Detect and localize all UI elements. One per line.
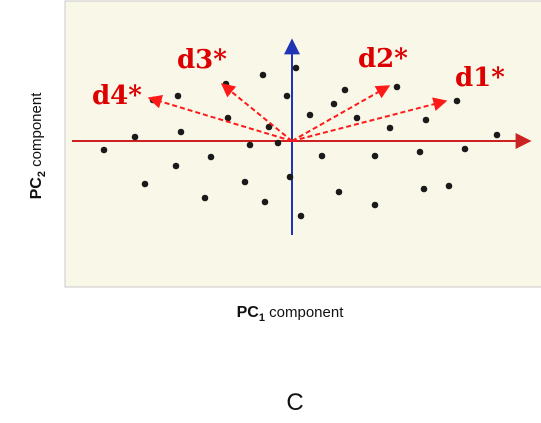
direction-label-d3: d3* bbox=[177, 45, 227, 75]
data-point bbox=[386, 124, 394, 132]
data-point bbox=[283, 92, 291, 100]
data-point bbox=[306, 111, 314, 119]
y-axis-title-text: component bbox=[28, 92, 45, 171]
data-point bbox=[286, 173, 294, 181]
data-point bbox=[174, 92, 182, 100]
data-point bbox=[224, 114, 232, 122]
direction-label-d1: d1* bbox=[455, 63, 505, 93]
data-point bbox=[292, 64, 300, 72]
y-axis-title-symbol: PC bbox=[28, 177, 45, 200]
data-point bbox=[335, 188, 343, 196]
x-axis-title: PC1 component bbox=[237, 304, 345, 324]
data-point bbox=[297, 212, 305, 220]
data-point bbox=[177, 128, 185, 136]
data-point bbox=[172, 162, 180, 170]
data-point bbox=[422, 116, 430, 124]
data-point bbox=[445, 182, 453, 190]
data-point bbox=[453, 97, 461, 105]
direction-arrows bbox=[147, 83, 448, 142]
data-point bbox=[131, 133, 139, 141]
direction-arrow-d2 bbox=[291, 85, 391, 142]
data-point bbox=[246, 141, 254, 149]
data-point bbox=[461, 145, 469, 153]
direction-label-d2: d2* bbox=[358, 44, 408, 74]
data-point bbox=[493, 131, 501, 139]
x-axis-title-text: component bbox=[265, 304, 344, 321]
data-point bbox=[393, 83, 401, 91]
plot-area bbox=[64, 0, 541, 288]
data-point bbox=[330, 100, 338, 108]
data-point bbox=[353, 114, 361, 122]
data-point bbox=[274, 139, 282, 147]
panel-label: C bbox=[286, 389, 304, 416]
data-point bbox=[416, 148, 424, 156]
y-axis-title-subscript: 2 bbox=[36, 171, 48, 177]
data-point bbox=[371, 201, 379, 209]
data-point bbox=[201, 194, 209, 202]
x-axis-title-subscript: 1 bbox=[259, 312, 265, 324]
direction-label-d4: d4* bbox=[92, 81, 142, 111]
direction-arrow-d3 bbox=[220, 83, 293, 142]
data-points bbox=[100, 64, 501, 220]
y-axis-title: PC2 component bbox=[28, 92, 48, 200]
data-point bbox=[259, 71, 267, 79]
data-point bbox=[341, 86, 349, 94]
data-point bbox=[420, 185, 428, 193]
data-point bbox=[222, 80, 230, 88]
data-point bbox=[318, 152, 326, 160]
data-point bbox=[207, 153, 215, 161]
x-axis-title-symbol: PC bbox=[237, 304, 260, 321]
data-point bbox=[261, 198, 269, 206]
data-point bbox=[100, 146, 108, 154]
data-point bbox=[265, 123, 273, 131]
data-point bbox=[371, 152, 379, 160]
data-point bbox=[141, 180, 149, 188]
data-point bbox=[241, 178, 249, 186]
direction-arrow-d4 bbox=[147, 94, 293, 142]
direction-arrow-d1 bbox=[291, 97, 448, 142]
